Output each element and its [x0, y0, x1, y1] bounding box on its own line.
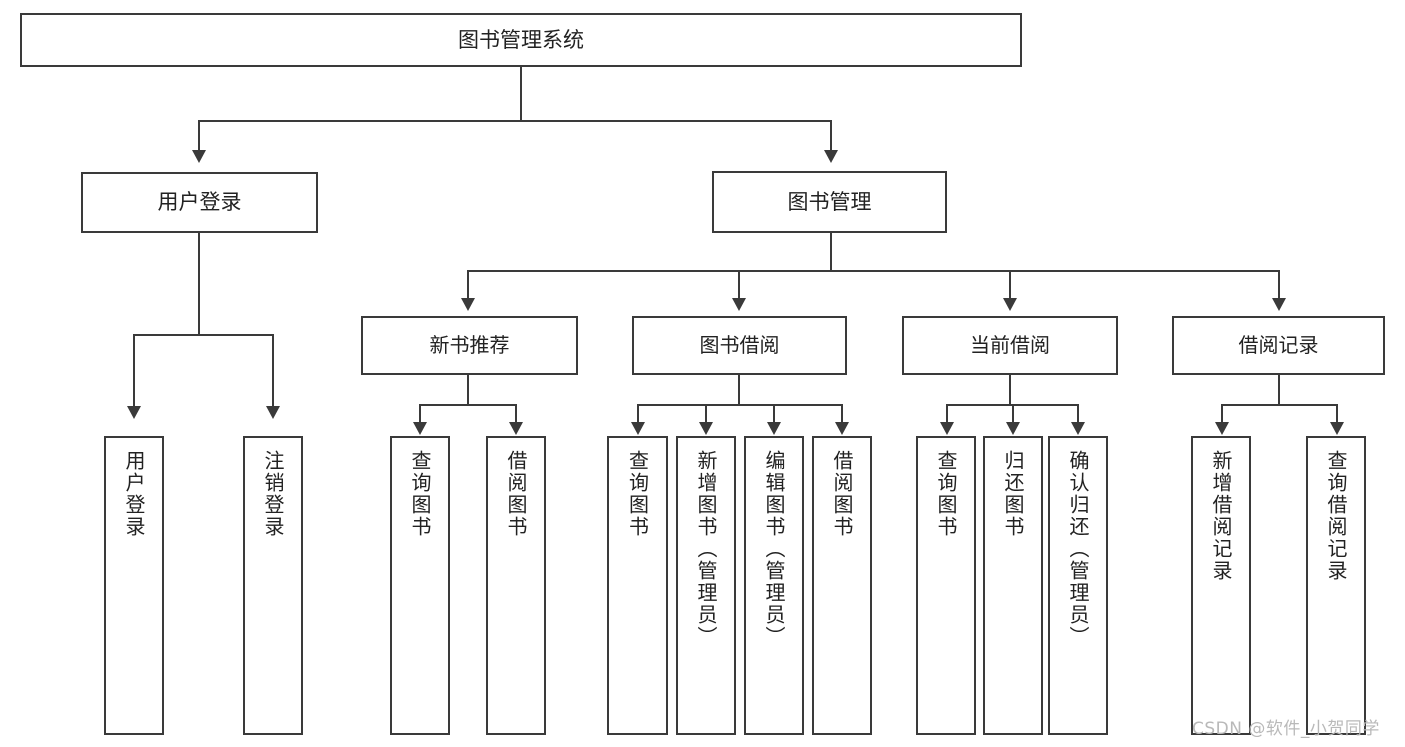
connector-drop-leaf-new-book-1	[515, 404, 517, 422]
leaf-label: 查询图书	[934, 450, 958, 538]
node-new-book-recommend[interactable]: 新书推荐	[361, 316, 578, 375]
leaf-book-borrow-add[interactable]: 新增图书（管理员）	[676, 436, 736, 735]
node-current-borrow[interactable]: 当前借阅	[902, 316, 1118, 375]
connector-drop-user-login	[198, 120, 200, 150]
arrow-leaf-current-borrow-1	[1006, 422, 1020, 435]
node-user-login[interactable]: 用户登录	[81, 172, 318, 233]
arrow-leaf-borrow-record-1	[1330, 422, 1344, 435]
leaf-label: 用户登录	[122, 450, 146, 538]
node-label: 图书管理系统	[458, 27, 584, 52]
connector-drop-leaf-borrow-record-1	[1336, 404, 1338, 422]
connector-drop-leaf-user-login-1	[272, 334, 274, 406]
leaf-user-login-logout[interactable]: 注销登录	[243, 436, 303, 735]
leaf-book-borrow-query[interactable]: 查询图书	[607, 436, 668, 735]
arrow-leaf-current-borrow-0	[940, 422, 954, 435]
node-label: 借阅记录	[1238, 333, 1319, 357]
arrow-leaf-user-login-1	[266, 406, 280, 419]
arrow-leaf-borrow-record-0	[1215, 422, 1229, 435]
leaf-new-book-query[interactable]: 查询图书	[390, 436, 450, 735]
connector-drop-leaf-user-login-0	[133, 334, 135, 406]
connector-drop-leaf-new-book-0	[419, 404, 421, 422]
connector-book-borrow-stem	[738, 375, 740, 405]
connector-borrow-record-stem	[1278, 375, 1280, 405]
leaf-label: 查询借阅记录	[1324, 450, 1348, 582]
node-book-borrow[interactable]: 图书借阅	[632, 316, 847, 375]
connector-drop-leaf-current-borrow-2	[1077, 404, 1079, 422]
leaf-user-login-login[interactable]: 用户登录	[104, 436, 164, 735]
arrow-leaf-book-borrow-3	[835, 422, 849, 435]
connector-drop-leaf-book-borrow-0	[637, 404, 639, 422]
node-label: 当前借阅	[970, 333, 1050, 357]
leaf-book-borrow-edit[interactable]: 编辑图书（管理员）	[744, 436, 804, 735]
node-label: 图书借阅	[699, 333, 780, 357]
connector-new-book-stem	[467, 375, 469, 405]
leaf-borrow-record-add[interactable]: 新增借阅记录	[1191, 436, 1251, 735]
leaf-current-borrow-confirm-return[interactable]: 确认归还（管理员）	[1048, 436, 1108, 735]
node-label: 新书推荐	[429, 333, 510, 357]
leaf-new-book-borrow[interactable]: 借阅图书	[486, 436, 546, 735]
arrow-leaf-user-login-0	[127, 406, 141, 419]
arrow-borrow-record	[1272, 298, 1286, 311]
leaf-label: 编辑图书（管理员）	[762, 450, 786, 648]
connector-new-book-bus	[419, 404, 516, 406]
connector-drop-leaf-current-borrow-0	[946, 404, 948, 422]
connector-drop-leaf-book-borrow-1	[705, 404, 707, 422]
connector-root-stem	[520, 67, 522, 121]
connector-current-borrow-stem	[1009, 375, 1011, 405]
connector-drop-leaf-borrow-record-0	[1221, 404, 1223, 422]
connector-borrow-record-bus	[1221, 404, 1337, 406]
connector-drop-new-book	[467, 270, 469, 298]
leaf-label: 查询图书	[408, 450, 432, 538]
arrow-leaf-new-book-0	[413, 422, 427, 435]
connector-user-login-bus	[133, 334, 273, 336]
connector-level1-bus	[198, 120, 832, 122]
node-book-management[interactable]: 图书管理	[712, 171, 947, 233]
leaf-label: 查询图书	[625, 450, 650, 538]
arrow-book-management	[824, 150, 838, 163]
leaf-label: 借阅图书	[504, 450, 528, 538]
connector-drop-borrow-record	[1278, 270, 1280, 298]
connector-drop-leaf-current-borrow-1	[1012, 404, 1014, 422]
node-label: 用户登录	[157, 190, 242, 215]
connector-drop-current-borrow	[1009, 270, 1011, 298]
arrow-leaf-current-borrow-2	[1071, 422, 1085, 435]
arrow-leaf-book-borrow-1	[699, 422, 713, 435]
leaf-label: 注销登录	[261, 450, 285, 538]
connector-book-management-stem	[830, 233, 832, 271]
connector-user-login-stem	[198, 233, 200, 335]
leaf-current-borrow-query[interactable]: 查询图书	[916, 436, 976, 735]
arrow-user-login	[192, 150, 206, 163]
connector-drop-leaf-book-borrow-2	[773, 404, 775, 422]
connector-drop-book-borrow	[738, 270, 740, 298]
connector-drop-leaf-book-borrow-3	[841, 404, 843, 422]
arrow-new-book	[461, 298, 475, 311]
node-label: 图书管理	[787, 189, 872, 214]
leaf-borrow-record-query[interactable]: 查询借阅记录	[1306, 436, 1366, 735]
node-borrow-record[interactable]: 借阅记录	[1172, 316, 1385, 375]
leaf-current-borrow-return[interactable]: 归还图书	[983, 436, 1043, 735]
node-root-book-management-system[interactable]: 图书管理系统	[20, 13, 1022, 67]
arrow-leaf-new-book-1	[509, 422, 523, 435]
connector-book-borrow-bus	[637, 404, 843, 406]
connector-drop-book-management	[830, 120, 832, 150]
leaf-label: 借阅图书	[830, 450, 854, 538]
arrow-current-borrow	[1003, 298, 1017, 311]
leaf-label: 新增借阅记录	[1209, 450, 1233, 582]
leaf-label: 新增图书（管理员）	[694, 450, 718, 648]
leaf-book-borrow-borrow[interactable]: 借阅图书	[812, 436, 872, 735]
arrow-leaf-book-borrow-2	[767, 422, 781, 435]
leaf-label: 确认归还（管理员）	[1066, 450, 1090, 648]
arrow-leaf-book-borrow-0	[631, 422, 645, 435]
connector-level2-bus	[467, 270, 1278, 272]
leaf-label: 归还图书	[1001, 450, 1025, 538]
arrow-book-borrow	[732, 298, 746, 311]
